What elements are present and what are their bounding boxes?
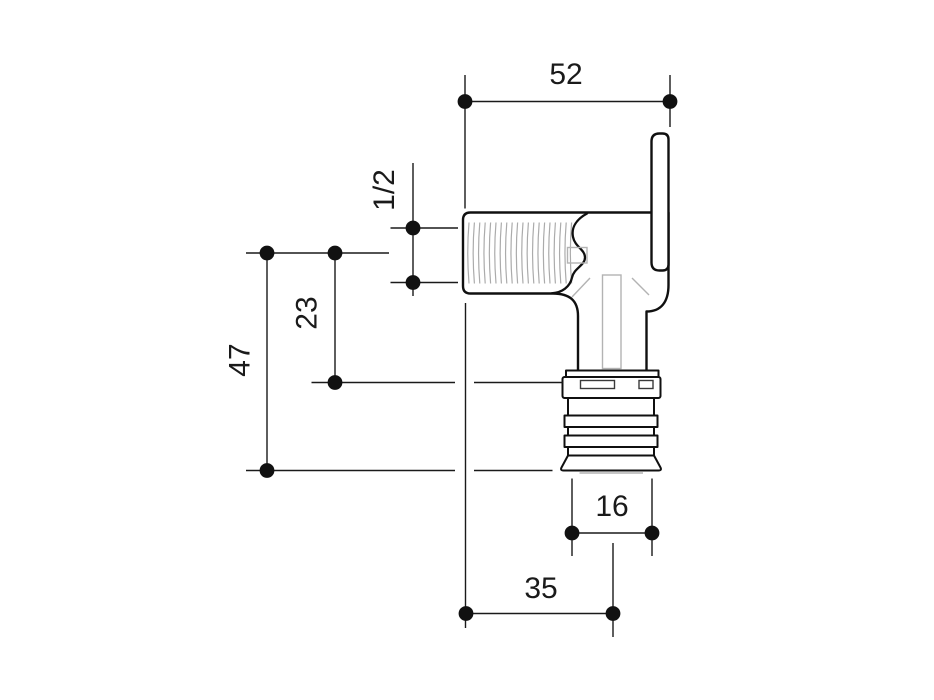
fitting-body (461, 132, 670, 373)
barb-end-flare (560, 454, 662, 472)
barb-rib-lower (563, 434, 659, 448)
dot-half-top (405, 220, 421, 236)
barb-rib-upper (563, 414, 659, 428)
thread-relief-detail (566, 246, 588, 264)
dot-47-top (259, 245, 275, 261)
sleeve-window-right (638, 379, 654, 390)
dot-16-left (564, 525, 580, 541)
dimension-dots (259, 94, 678, 621)
cone-chamfer-right (631, 277, 650, 296)
dot-52-right (662, 94, 678, 109)
thread-hatching (467, 222, 573, 284)
dot-16-right (644, 525, 660, 541)
mounting-flange (650, 132, 670, 272)
dim-label-axis-to-sleeve: 23 (291, 296, 324, 329)
dot-23-top (327, 245, 343, 261)
dim-label-axis-to-end: 47 (224, 343, 257, 376)
cone-chamfer-left (571, 277, 591, 298)
dot-23-bottom (327, 375, 343, 390)
internal-detail-lines (566, 246, 650, 370)
press-sleeve-assembly (560, 369, 662, 474)
sleeve-window-left (579, 379, 616, 390)
dot-35-left (458, 606, 474, 621)
pipe-bore-detail (601, 274, 622, 370)
thread-boss-profile (550, 212, 589, 295)
dim-label-overall-width: 52 (549, 58, 582, 91)
dot-47-bottom (259, 463, 275, 478)
dot-half-bottom (405, 275, 421, 290)
dim-label-pipe-diameter: 16 (595, 490, 628, 523)
dim-label-wall-to-axis: 35 (524, 572, 557, 605)
dot-35-right (605, 606, 621, 621)
dimension-labels: 52 1/2 23 47 16 35 (224, 58, 629, 605)
dim-label-thread-size: 1/2 (368, 169, 401, 211)
dot-52-left (457, 94, 473, 109)
